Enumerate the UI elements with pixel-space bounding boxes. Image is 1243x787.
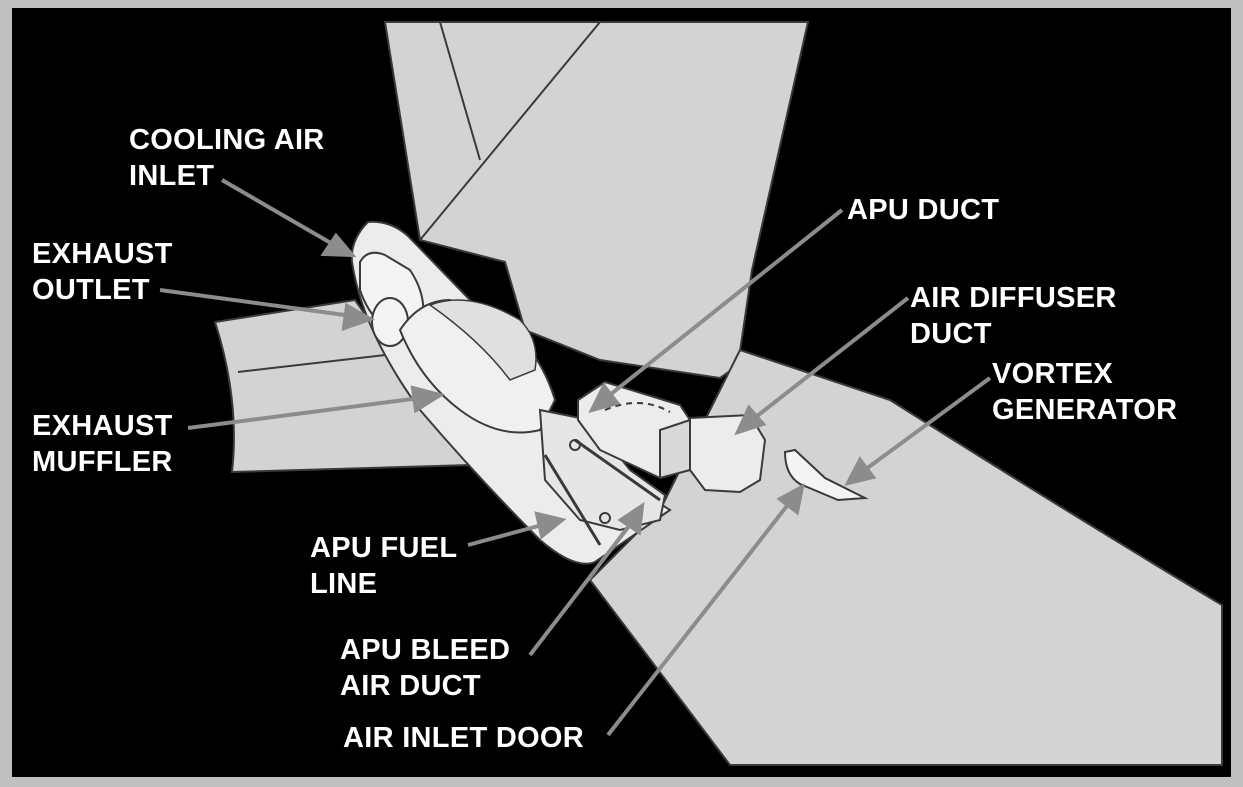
bleed-duct-pipe	[574, 438, 661, 502]
leader-lines	[159, 178, 992, 737]
label-air-diffuser-duct-line1: AIR DIFFUSER	[910, 282, 1117, 314]
arrowhead-exhaust-outlet	[341, 302, 375, 331]
arrowhead-vortex-generator	[844, 456, 877, 486]
label-air-inlet-door: AIR INLET DOOR	[343, 720, 584, 756]
leader-air-diffuser-duct	[750, 296, 910, 422]
label-vortex-generator: VORTEX GENERATOR	[992, 356, 1177, 428]
vertical-stabilizer	[383, 21, 810, 380]
label-vortex-generator-line2: GENERATOR	[992, 394, 1178, 426]
label-apu-fuel-line-line2: LINE	[310, 568, 378, 600]
fin-panel-line	[419, 21, 601, 241]
horizontal-stabilizer	[213, 298, 472, 474]
label-air-diffuser-duct: AIR DIFFUSER DUCT	[910, 280, 1117, 352]
apu-installation-diagram	[159, 21, 1223, 766]
arrowhead-apu-fuel-line	[534, 511, 567, 540]
label-apu-bleed-air-duct-line2: AIR DUCT	[340, 670, 481, 702]
leader-exhaust-outlet	[159, 288, 353, 318]
label-cooling-air-inlet-line1: COOLING AIR	[129, 124, 325, 156]
arrowhead-exhaust-muffler	[410, 385, 446, 414]
arrowhead-air-inlet-door	[776, 483, 805, 516]
leader-apu-bleed-air-duct	[528, 520, 634, 657]
leader-exhaust-muffler	[187, 396, 421, 430]
fuel-line-pipe	[543, 454, 602, 546]
label-cooling-air-inlet: COOLING AIR INLET	[129, 122, 325, 194]
label-exhaust-muffler-line2: MUFFLER	[32, 446, 173, 478]
stabilizer-panel-line	[237, 354, 386, 373]
label-apu-fuel-line: APU FUEL LINE	[310, 530, 457, 602]
rudder-hinge-line	[439, 21, 481, 161]
leader-apu-duct	[604, 208, 844, 400]
leader-apu-fuel-line	[467, 523, 543, 547]
label-apu-bleed-air-duct-line1: APU BLEED	[340, 634, 511, 666]
arrowhead-air-diffuser-duct	[734, 404, 767, 436]
label-apu-duct: APU DUCT	[847, 192, 999, 228]
duct-dashed-line	[604, 401, 671, 413]
vortex-generator-shape	[783, 448, 869, 502]
leader-air-inlet-door	[606, 500, 792, 737]
fitting-1	[569, 439, 581, 451]
label-air-diffuser-duct-line2: DUCT	[910, 318, 992, 350]
arrowhead-cooling-air-inlet	[320, 232, 357, 258]
apu-intake-duct-face	[659, 418, 691, 480]
leader-vortex-generator	[860, 376, 992, 474]
leader-cooling-air-inlet	[220, 178, 338, 248]
label-exhaust-outlet-line1: EXHAUST	[32, 238, 173, 270]
label-apu-bleed-air-duct: APU BLEED AIR DUCT	[340, 632, 510, 704]
label-apu-fuel-line-line1: APU FUEL	[310, 532, 458, 564]
label-exhaust-muffler-line1: EXHAUST	[32, 410, 173, 442]
fitting-2	[599, 512, 611, 524]
exhaust-outlet-ring	[371, 297, 409, 347]
label-cooling-air-inlet-line2: INLET	[129, 160, 215, 192]
muffler-shroud	[428, 299, 537, 381]
arrowhead-apu-bleed-air-duct	[617, 501, 645, 536]
diagram-frame: COOLING AIR INLET EXHAUST OUTLET EXHAUST…	[12, 8, 1231, 777]
label-exhaust-muffler: EXHAUST MUFFLER	[32, 408, 173, 480]
label-exhaust-outlet: EXHAUST OUTLET	[32, 236, 173, 308]
label-apu-duct-line1: APU DUCT	[847, 194, 1000, 226]
label-exhaust-outlet-line2: OUTLET	[32, 274, 150, 306]
label-air-inlet-door-line1: AIR INLET DOOR	[343, 722, 585, 754]
label-vortex-generator-line1: VORTEX	[992, 358, 1114, 390]
arrowhead-apu-duct	[588, 382, 621, 414]
